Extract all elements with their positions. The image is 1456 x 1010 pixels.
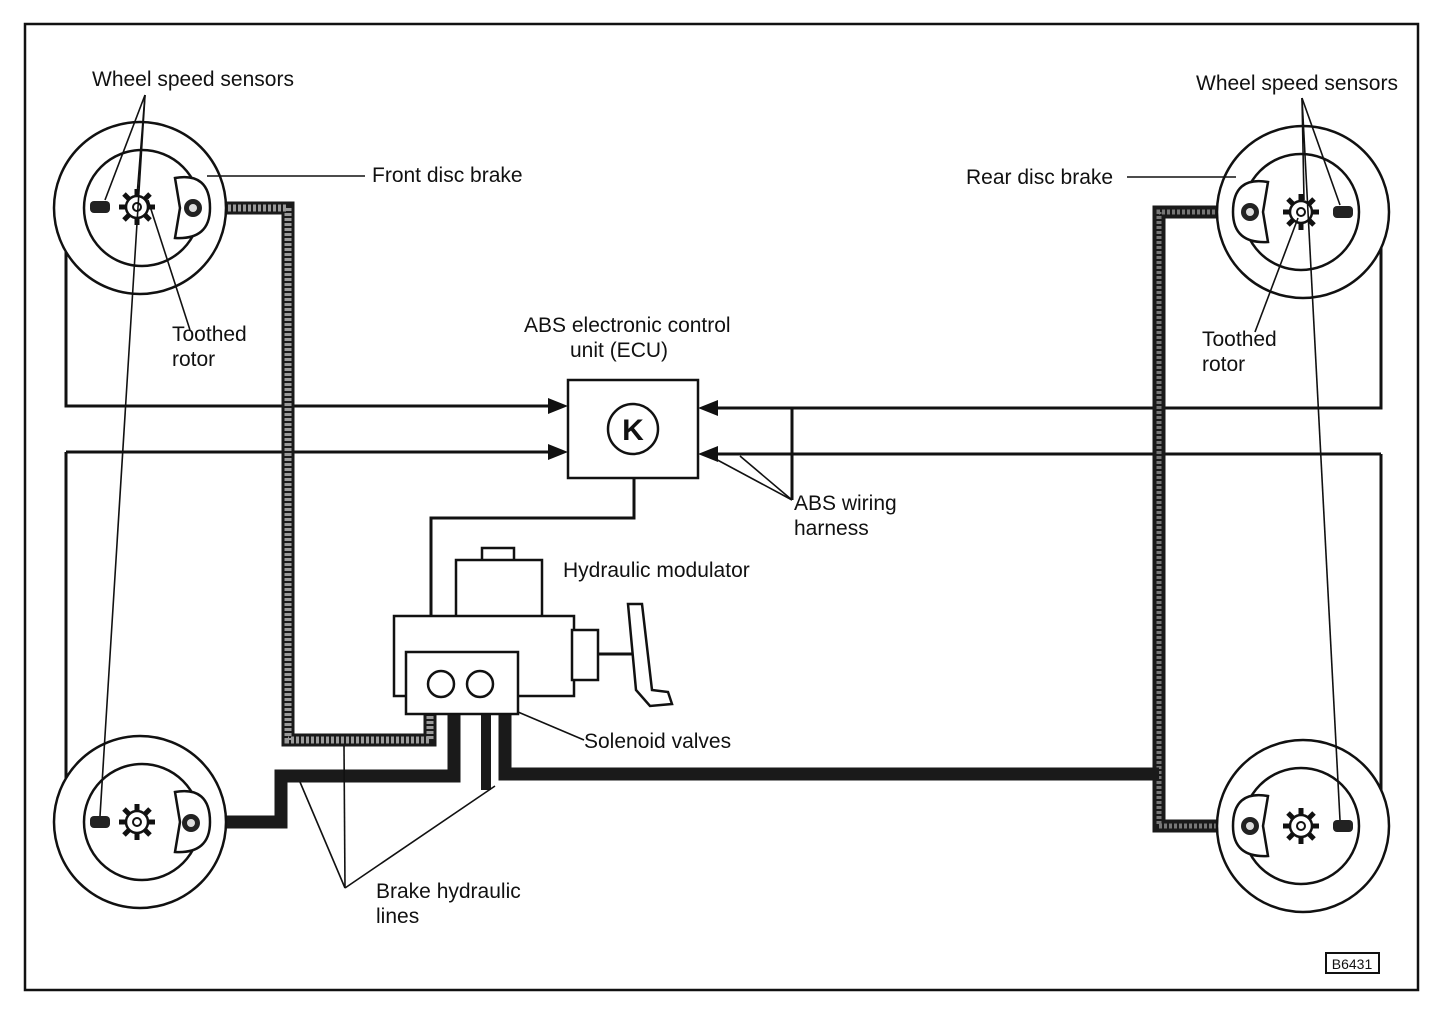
abs-ecu: K: [566, 378, 700, 480]
figure-code: B6431: [1325, 952, 1380, 974]
ecu-label-2: unit (ECU): [570, 339, 668, 362]
wheel-speed-sensors-right-label: Wheel speed sensors: [1196, 72, 1398, 95]
hydraulic-modulator: [392, 546, 674, 716]
toothed-rotor-right-label-1: Toothed: [1202, 328, 1277, 351]
front-disc-brake-label: Front disc brake: [372, 164, 523, 187]
solenoid-valves: [404, 650, 520, 716]
rear-left-wheel: [52, 734, 228, 910]
rear-disc-brake-label: Rear disc brake: [966, 166, 1113, 189]
brake-lines-label-2: lines: [376, 905, 419, 928]
toothed-rotor-left-label-1: Toothed: [172, 323, 247, 346]
toothed-rotor-right-label-2: rotor: [1202, 353, 1245, 376]
figure-code-text: B6431: [1332, 956, 1373, 972]
brake-lines-label-1: Brake hydraulic: [376, 880, 521, 903]
ecu-label-1: ABS electronic control: [524, 314, 731, 337]
rear-right-wheel: [1215, 738, 1391, 914]
wiring-harness-label-2: harness: [794, 517, 869, 540]
hydraulic-modulator-label: Hydraulic modulator: [563, 559, 750, 582]
wheel-speed-sensors-left-label: Wheel speed sensors: [92, 68, 294, 91]
wiring-harness-label-1: ABS wiring: [794, 492, 897, 515]
labels: Wheel speed sensors Wheel speed sensors …: [92, 68, 1398, 928]
figure-frame: [23, 22, 1420, 992]
toothed-rotor-left-label-2: rotor: [172, 348, 215, 371]
front-right-wheel: [1215, 124, 1391, 300]
brake-hydraulic-lines: [196, 201, 1245, 833]
leader-lines: [99, 94, 1341, 889]
ecu-symbol: K: [622, 414, 644, 447]
front-left-wheel: [52, 120, 228, 296]
solenoid-valves-label: Solenoid valves: [584, 730, 731, 753]
